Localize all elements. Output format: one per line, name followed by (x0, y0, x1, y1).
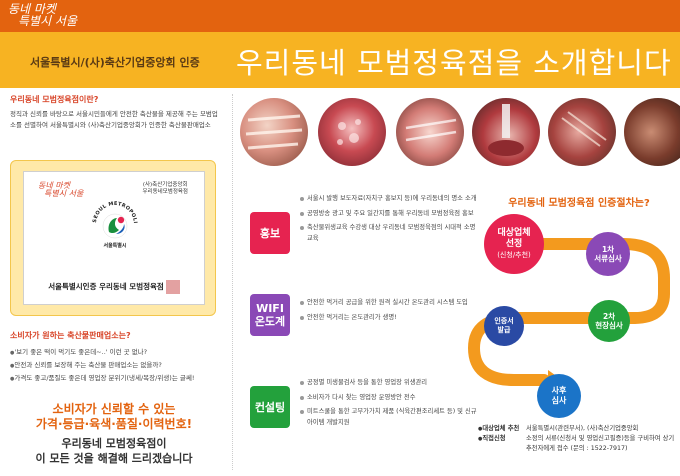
consulting-item: 소비자가 다시 찾는 영업장 운영방안 전수 (300, 393, 478, 404)
why-item: 안전과 신뢰를 보장해 주는 축산물 판매업소는 없을까? (10, 359, 224, 372)
step3-line2: 현장심사 (595, 321, 623, 330)
top-bar: 동네 마켓 특별시 서울 (0, 0, 680, 32)
page-title: 우리동네 모범정육점을 소개합니다 (236, 46, 672, 80)
slogan-dark: 우리동네 모범정육점이 이 모든 것을 해결해 드리겠습니다 (0, 436, 228, 466)
seoul-logo: 동네 마켓 특별시 서울 (8, 3, 77, 27)
logo-line2: 특별시 서울 (18, 14, 78, 28)
step1-line3: (신청/추천) (497, 250, 531, 259)
about-section: 우리동네 모범정육점이란? 정직과 신뢰를 바탕으로 서울시민들에게 안전한 축… (10, 94, 220, 131)
meat-photo-pork-belly (240, 98, 308, 166)
step2-line2: 서류심사 (594, 254, 622, 263)
step1-line2: 선정 (505, 238, 523, 249)
step2-line1: 1차 (601, 245, 615, 254)
title-banner: 서울특별시/(사)축산기업중앙회 인증 우리동네 모범정육점을 소개합니다 (0, 32, 680, 88)
promotion-item: 축산물위생교육 수강생 대상 우리동네 모범정육점의 시대적 소명 교육 (300, 223, 478, 244)
about-heading: 우리동네 모범정육점이란? (10, 95, 99, 104)
process-step-post-review: 사후 심사 (537, 374, 581, 418)
cert-issuer-line2: 우리동네모범정육점 (142, 189, 188, 195)
note-value: 소정의 서류(신청서 및 영업신고필증)등을 구비하여 상기 추천자에게 접수 … (526, 435, 675, 452)
step3-line1: 2차 (602, 312, 616, 321)
process-note-row: 직접신청 소정의 서류(신청서 및 영업신고필증)등을 구비하여 상기 추천자에… (478, 434, 678, 454)
step4-line1: 인증서 (494, 317, 514, 325)
promotion-list: 서울시 발행 보도자료(자치구 홍보지 등)에 우리동네의 명소 소개 공영방송… (300, 194, 478, 248)
tag-consulting: 컨설팅 (250, 386, 290, 428)
seoul-government-seal-icon: SEOUL METROPOLITAN GOVERNMENT 서울특별시 (90, 194, 138, 249)
column-divider (232, 94, 233, 470)
cert-logo-line1: 동네 마켓 (38, 181, 70, 190)
cert-issuer: (사)축산기업중앙회 우리동네모범정육점 (142, 182, 188, 196)
why-list: '보기 좋은 떡이 먹기도 좋은데~..' 이런 곳 없나? 안전과 신뢰를 보… (10, 346, 224, 385)
meat-photo-pork-slices (396, 98, 464, 166)
wifi-tag-line1: WIFI (256, 302, 284, 315)
meat-photo-ribs (548, 98, 616, 166)
consumer-needs-section: 소비자가 원하는 축산물판매업소는? '보기 좋은 떡이 먹기도 좋은데~..'… (10, 330, 224, 385)
wifi-item: 안전한 먹거리는 온도관리가 생명! (300, 313, 478, 324)
slogan-line3: 우리동네 모범정육점이 (61, 437, 167, 450)
step5-line1: 사후 (551, 386, 567, 395)
wifi-tag-line2: 온도계 (254, 315, 286, 328)
promotion-item: 공영방송 광고 및 주요 일간지를 통해 우리동네 모범정육점 홍보 (300, 209, 478, 220)
wifi-item: 안전한 먹거리 공급을 위한 원격 실시간 온도관리 시스템 도입 (300, 298, 478, 309)
certificate-panel: 동네 마켓 특별시 서울 (사)축산기업중앙회 우리동네모범정육점 SEOUL … (10, 160, 216, 316)
process-note-row: 대상업체 추천 서울특별시(관련부서), (사)축산기업중앙회 (478, 424, 678, 434)
note-key: 직접신청 (478, 434, 526, 454)
slogan-line2: 가격·등급·육색·품질·이력번호! (35, 417, 193, 431)
cert-logo: 동네 마켓 특별시 서울 (38, 182, 83, 198)
certificate-plaque: 동네 마켓 특별시 서울 (사)축산기업중앙회 우리동네모범정육점 SEOUL … (23, 171, 205, 305)
cert-caption: 서울특별시인증 우리동네 모범정육점 (24, 280, 204, 294)
about-body: 정직과 신뢰를 바탕으로 서울시민들에게 안전한 축산물을 제공해 주는 모범업… (10, 110, 218, 129)
tag-promotion: 홍보 (250, 212, 290, 254)
process-step-certificate: 인증서 발급 (484, 306, 524, 346)
process-step-site-review: 2차 현장심사 (588, 300, 630, 342)
consulting-item: 공정별 미생물검사 등을 통한 영업장 위생관리 (300, 378, 478, 389)
logo-line1: 동네 마켓 (8, 2, 56, 16)
note-key: 대상업체 추천 (478, 424, 526, 434)
promotion-item: 서울시 발행 보도자료(자치구 홍보지 등)에 우리동네의 명소 소개 (300, 194, 478, 205)
cert-issuer-line1: (사)축산기업중앙회 (142, 182, 188, 188)
process-notes: 대상업체 추천 서울특별시(관련부서), (사)축산기업중앙회 직접신청 소정의… (478, 424, 678, 454)
consulting-item: 미트스쿨을 통한 고부가가치 제품 (식육간편조리세트 등) 및 신규아이템 개… (300, 407, 478, 428)
meat-photo-grill (624, 98, 680, 166)
process-title: 우리동네 모범정육점 인증절차는? (508, 198, 650, 209)
why-item: 가격도 좋고/품질도 좋은데 영업장 분위기(냉세/복장/위생)는 글쎄! (10, 372, 224, 385)
process-step-document-review: 1차 서류심사 (586, 232, 630, 276)
stamp-icon (165, 280, 180, 294)
process-step-selection: 대상업체 선정 (신청/추천) (484, 214, 544, 274)
why-item: '보기 좋은 떡이 먹기도 좋은데~..' 이런 곳 없나? (10, 346, 224, 359)
note-value: 서울특별시(관련부서), (사)축산기업중앙회 (526, 425, 639, 432)
meat-photo-butcher (472, 98, 540, 166)
cert-logo-line2: 특별시 서울 (44, 189, 84, 198)
meat-photo-sirloin (318, 98, 386, 166)
slogan-orange: 소비자가 신뢰할 수 있는 가격·등급·육색·품질·이력번호! (0, 402, 228, 432)
step4-line2: 발급 (497, 326, 511, 334)
step5-line2: 심사 (551, 396, 567, 405)
consulting-list: 공정별 미생물검사 등을 통한 영업장 위생관리 소비자가 다시 찾는 영업장 … (300, 378, 478, 432)
certification-subtitle: 서울특별시/(사)축산기업중앙회 인증 (30, 56, 200, 69)
cert-caption-text: 서울특별시인증 우리동네 모범정육점 (48, 282, 164, 291)
slogan-line1: 소비자가 신뢰할 수 있는 (52, 402, 176, 416)
step1-line1: 대상업체 (497, 227, 531, 238)
why-heading: 소비자가 원하는 축산물판매업소는? (10, 331, 131, 340)
slogan-line4: 이 모든 것을 해결해 드리겠습니다 (35, 452, 193, 465)
seal-label: 서울특별시 (103, 242, 126, 249)
wifi-list: 안전한 먹거리 공급을 위한 원격 실시간 온도관리 시스템 도입 안전한 먹거… (300, 298, 478, 327)
